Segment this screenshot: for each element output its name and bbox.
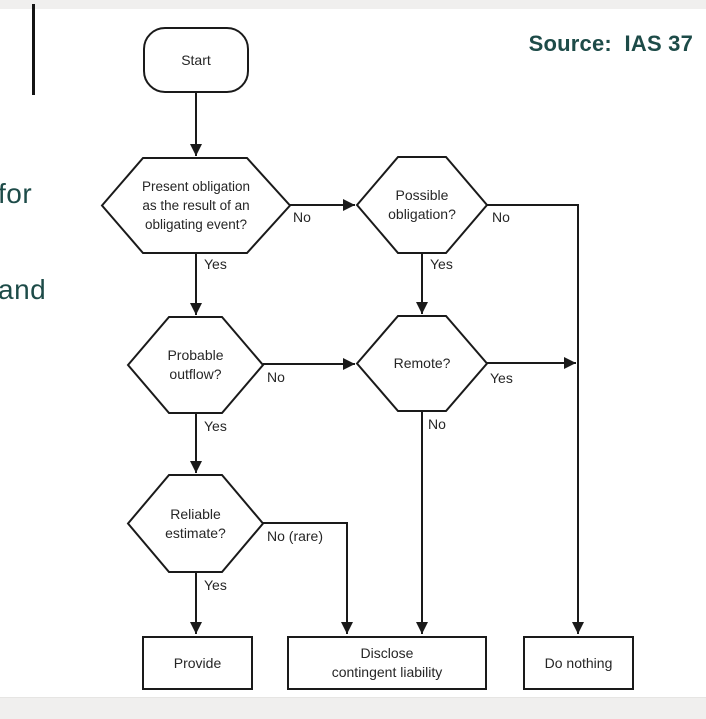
edge-label-present-no: No	[293, 209, 311, 225]
edge-label-present-yes: Yes	[204, 256, 227, 272]
edge-label-remote-no: No	[428, 416, 446, 432]
edge-label-reliable-yes: Yes	[204, 577, 227, 593]
node-present-line1: Present obligation	[141, 179, 251, 194]
source-citation: Source: IAS 37	[528, 31, 693, 56]
node-reliable-line1: Reliable	[170, 505, 221, 522]
node-disclose-line1: Disclose	[360, 645, 414, 661]
top-gray-strip	[0, 0, 706, 9]
edge-label-probable-yes: Yes	[204, 418, 227, 434]
edge-label-possible-no: No	[492, 209, 510, 225]
node-probable-line2: outflow?	[169, 366, 222, 382]
node-remote: Remote?	[357, 316, 487, 411]
node-provide-label: Provide	[173, 654, 222, 671]
node-present-line3: obligating event?	[144, 217, 248, 232]
node-disclose-contingent-liability: Disclose contingent liability	[287, 636, 487, 690]
node-reliable-estimate: Reliable estimate?	[128, 475, 263, 572]
edge-label-probable-no: No	[267, 369, 285, 385]
edge-label-possible-yes: Yes	[430, 256, 453, 272]
node-possible-obligation: Possible obligation?	[357, 157, 487, 253]
clipped-text-fragment-for: for	[0, 178, 33, 209]
node-probable-line1: Probable	[167, 347, 224, 363]
bottom-gray-strip	[0, 697, 706, 719]
clipped-text-fragment-and: and	[0, 274, 47, 305]
node-reliable-line2: estimate?	[165, 524, 226, 541]
node-probable-outflow: Probable outflow?	[128, 317, 263, 413]
node-remote-label: Remote?	[393, 355, 451, 371]
node-do-nothing: Do nothing	[523, 636, 634, 690]
node-present-obligation: Present obligation as the result of an o…	[102, 158, 290, 253]
edge-possible-no-to-donothing	[487, 204, 584, 634]
node-do-nothing-label: Do nothing	[544, 654, 613, 671]
edge-label-reliable-no-rare: No (rare)	[267, 528, 324, 544]
edge-label-remote-yes: Yes	[490, 370, 513, 386]
node-possible-line2: obligation?	[388, 206, 456, 222]
node-start-label: Start	[181, 51, 211, 68]
node-provide: Provide	[142, 636, 253, 690]
left-edge-rule	[32, 4, 35, 95]
node-start: Start	[143, 27, 249, 93]
node-disclose-line2: contingent liability	[331, 664, 443, 680]
edge-reliable-norare-to-disclose	[263, 522, 353, 634]
node-possible-line1: Possible	[395, 187, 449, 203]
node-present-line2: as the result of an	[142, 198, 250, 213]
